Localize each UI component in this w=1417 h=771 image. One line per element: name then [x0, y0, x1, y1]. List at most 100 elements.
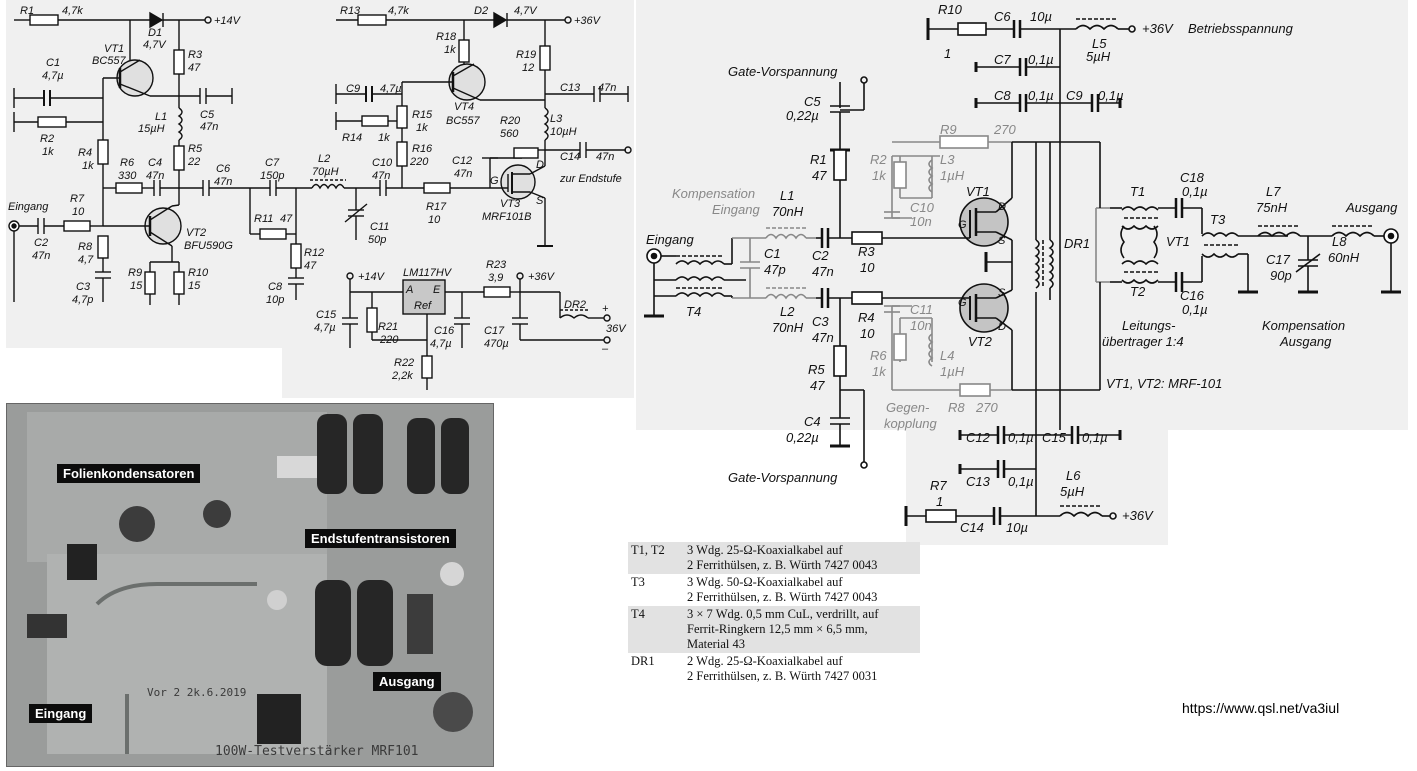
label: R18	[436, 31, 457, 43]
value: 4,7µ	[380, 83, 402, 95]
value: 12	[522, 62, 534, 74]
value: 47	[304, 260, 317, 272]
label: C16	[1180, 288, 1205, 303]
label: VT2	[968, 334, 993, 349]
label: C5	[804, 94, 821, 109]
label: Eingang	[712, 202, 760, 217]
label: C12	[966, 430, 991, 445]
label: T3	[1210, 212, 1226, 227]
value: 47	[812, 168, 827, 183]
label: VT2	[186, 227, 206, 239]
value: 10µH	[550, 126, 577, 138]
label: Gegen-	[886, 400, 930, 415]
label: C17	[484, 325, 505, 337]
value: 1k	[82, 160, 94, 172]
label: L3	[940, 152, 955, 167]
value: 5µH	[1086, 49, 1111, 64]
label: R9	[940, 122, 957, 137]
value: 0,1µ	[1028, 52, 1054, 67]
value: 47p	[764, 262, 786, 277]
label: L8	[1332, 234, 1347, 249]
value: 4,7k	[388, 5, 409, 17]
label: R8	[948, 400, 965, 415]
value: 4,7p	[72, 294, 93, 306]
label: R1	[20, 5, 34, 17]
source-url[interactable]: https://www.qsl.net/va3iul	[1182, 700, 1340, 716]
label: Eingang	[646, 232, 694, 247]
value: 47	[810, 378, 825, 393]
label: R10	[938, 2, 963, 17]
label: übertrager 1:4	[1102, 334, 1184, 349]
value: 470µ	[484, 338, 509, 350]
value: 10µ	[1030, 9, 1052, 24]
value: BFU590G	[184, 240, 233, 252]
label: C13	[966, 474, 991, 489]
label: C14	[960, 520, 984, 535]
label: T1	[1130, 184, 1145, 199]
value: 5µH	[1060, 484, 1085, 499]
label: C17	[1266, 252, 1291, 267]
label: L7	[1266, 184, 1281, 199]
board-silkscreen-title: 100W-Testverstärker MRF101	[215, 744, 419, 759]
part-key: T4	[628, 606, 684, 653]
label-ausgang: Ausgang	[373, 672, 441, 691]
label: C9	[346, 83, 360, 95]
label: kopplung	[884, 416, 938, 431]
value: 1k	[872, 364, 887, 379]
label: R5	[808, 362, 825, 377]
label: R11	[254, 213, 273, 225]
label: R21	[378, 321, 398, 333]
label: L2	[780, 304, 795, 319]
label: R12	[304, 247, 324, 259]
value: 560	[500, 128, 519, 140]
value: 10	[72, 206, 85, 218]
value: 1k	[378, 132, 390, 144]
label: Leitungs-	[1122, 318, 1176, 333]
label: C1	[46, 57, 60, 69]
label: R8	[78, 241, 93, 253]
label: C6	[994, 9, 1011, 24]
label: Betriebsspannung	[1188, 21, 1294, 36]
label: R13	[340, 5, 361, 17]
board-silkscreen-date: Vor 2 2k.6.2019	[147, 686, 247, 699]
label: Ausgang	[1345, 200, 1398, 215]
label: DR2	[564, 299, 586, 311]
value: 47n	[454, 168, 472, 180]
value: 47n	[372, 170, 390, 182]
label-eingang: Eingang	[29, 704, 93, 723]
pin-label: G	[958, 219, 967, 231]
value: 4,7µ	[42, 70, 64, 82]
label: C2	[34, 237, 48, 249]
push-pull-schematic: R10 1 C6 10µ L5 5µH +36V Betriebsspannun…	[636, 0, 1417, 545]
label: R10	[188, 267, 209, 279]
label: R5	[188, 143, 203, 155]
label: T2	[1130, 284, 1146, 299]
value: 60nH	[1328, 250, 1360, 265]
label: L6	[1066, 468, 1081, 483]
label: VT1	[104, 43, 124, 55]
value: +14V	[358, 271, 386, 283]
label: R15	[412, 109, 433, 121]
value: 70µH	[312, 166, 339, 178]
value: 270	[993, 122, 1016, 137]
value: 1k	[416, 122, 428, 134]
label: zur Endstufe	[559, 173, 622, 185]
label: L4	[940, 348, 954, 363]
label: C7	[265, 157, 280, 169]
value: 70nH	[772, 320, 804, 335]
label: R7	[70, 193, 85, 205]
value: 10n	[910, 318, 932, 333]
driver-schematic: R1 4,7k D1 4,7V +14V VT1 BC557 R3 47 C1 …	[0, 0, 640, 400]
value: 0,1µ	[1182, 302, 1208, 317]
value: 330	[118, 170, 137, 182]
label: Ref	[414, 300, 432, 312]
value: 47n	[214, 176, 232, 188]
pin-label: D	[536, 159, 544, 171]
label: R20	[500, 115, 521, 127]
value: 50p	[368, 234, 386, 246]
label: C10	[372, 157, 393, 169]
